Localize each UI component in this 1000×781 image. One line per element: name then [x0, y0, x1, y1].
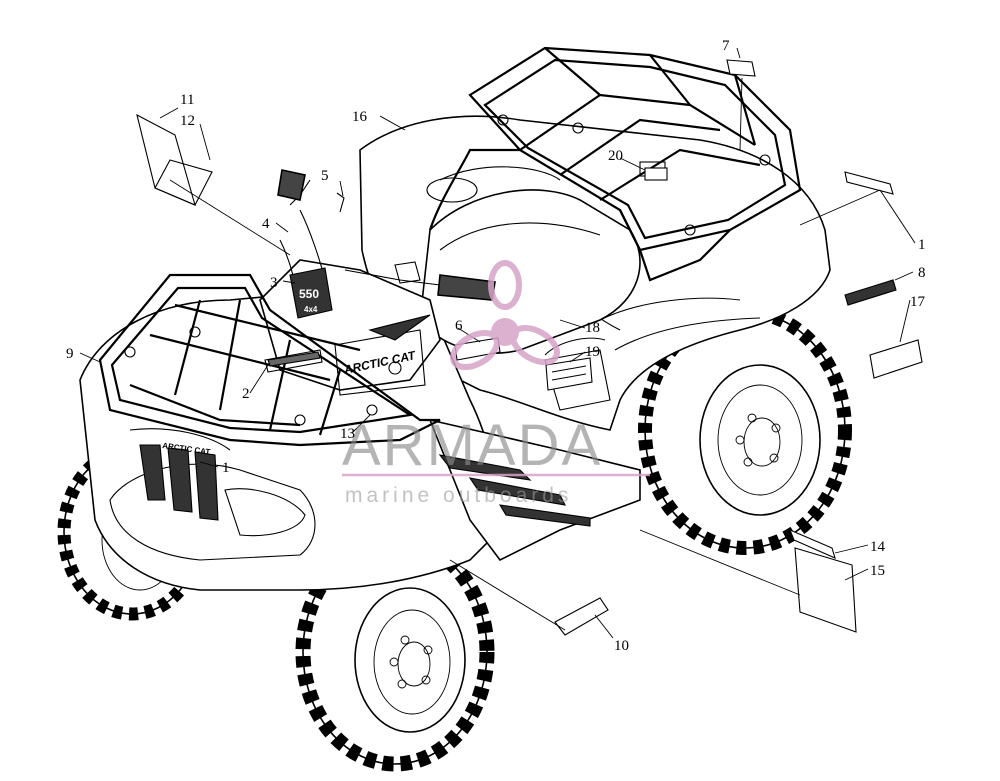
callout-17: 17 [910, 294, 926, 310]
callout-20: 20 [608, 148, 623, 164]
callout-14: 14 [870, 539, 886, 555]
callout-1-front: 1 [222, 460, 230, 476]
callout-10: 10 [614, 638, 629, 654]
callout-7: 7 [722, 38, 730, 54]
front-rack [98, 273, 441, 447]
watermark-propeller-icon [450, 260, 560, 371]
callout-5: 5 [321, 168, 329, 184]
console-drive-text: 4x4 [304, 305, 318, 314]
callout-18: 18 [585, 320, 600, 336]
callout-16: 16 [352, 109, 368, 125]
callout-13: 13 [340, 426, 355, 442]
callout-11: 11 [180, 92, 194, 108]
callout-19: 19 [585, 344, 600, 360]
console-model-text: 550 [299, 287, 319, 301]
leader-lines [79, 47, 916, 639]
callout-12: 12 [180, 113, 195, 129]
watermark-subtitle: marine outboards [345, 484, 572, 507]
callout-6: 6 [455, 318, 463, 334]
callout-9: 9 [66, 346, 74, 362]
callout-4: 4 [262, 216, 270, 232]
rear-right-tire [638, 305, 852, 555]
watermark-title: ARMADA [342, 413, 602, 478]
callout-8: 8 [918, 265, 926, 281]
loose-decals [136, 59, 923, 636]
callout-1-rear: 1 [918, 237, 926, 253]
callout-15: 15 [870, 563, 885, 579]
callout-labels: 11 12 5 4 3 9 2 13 1 16 7 20 1 8 17 18 1… [66, 38, 926, 654]
callout-3: 3 [270, 275, 278, 291]
callout-2: 2 [242, 386, 250, 402]
rear-rack [428, 46, 802, 282]
watermark: ARMADA marine outboards [342, 260, 650, 507]
